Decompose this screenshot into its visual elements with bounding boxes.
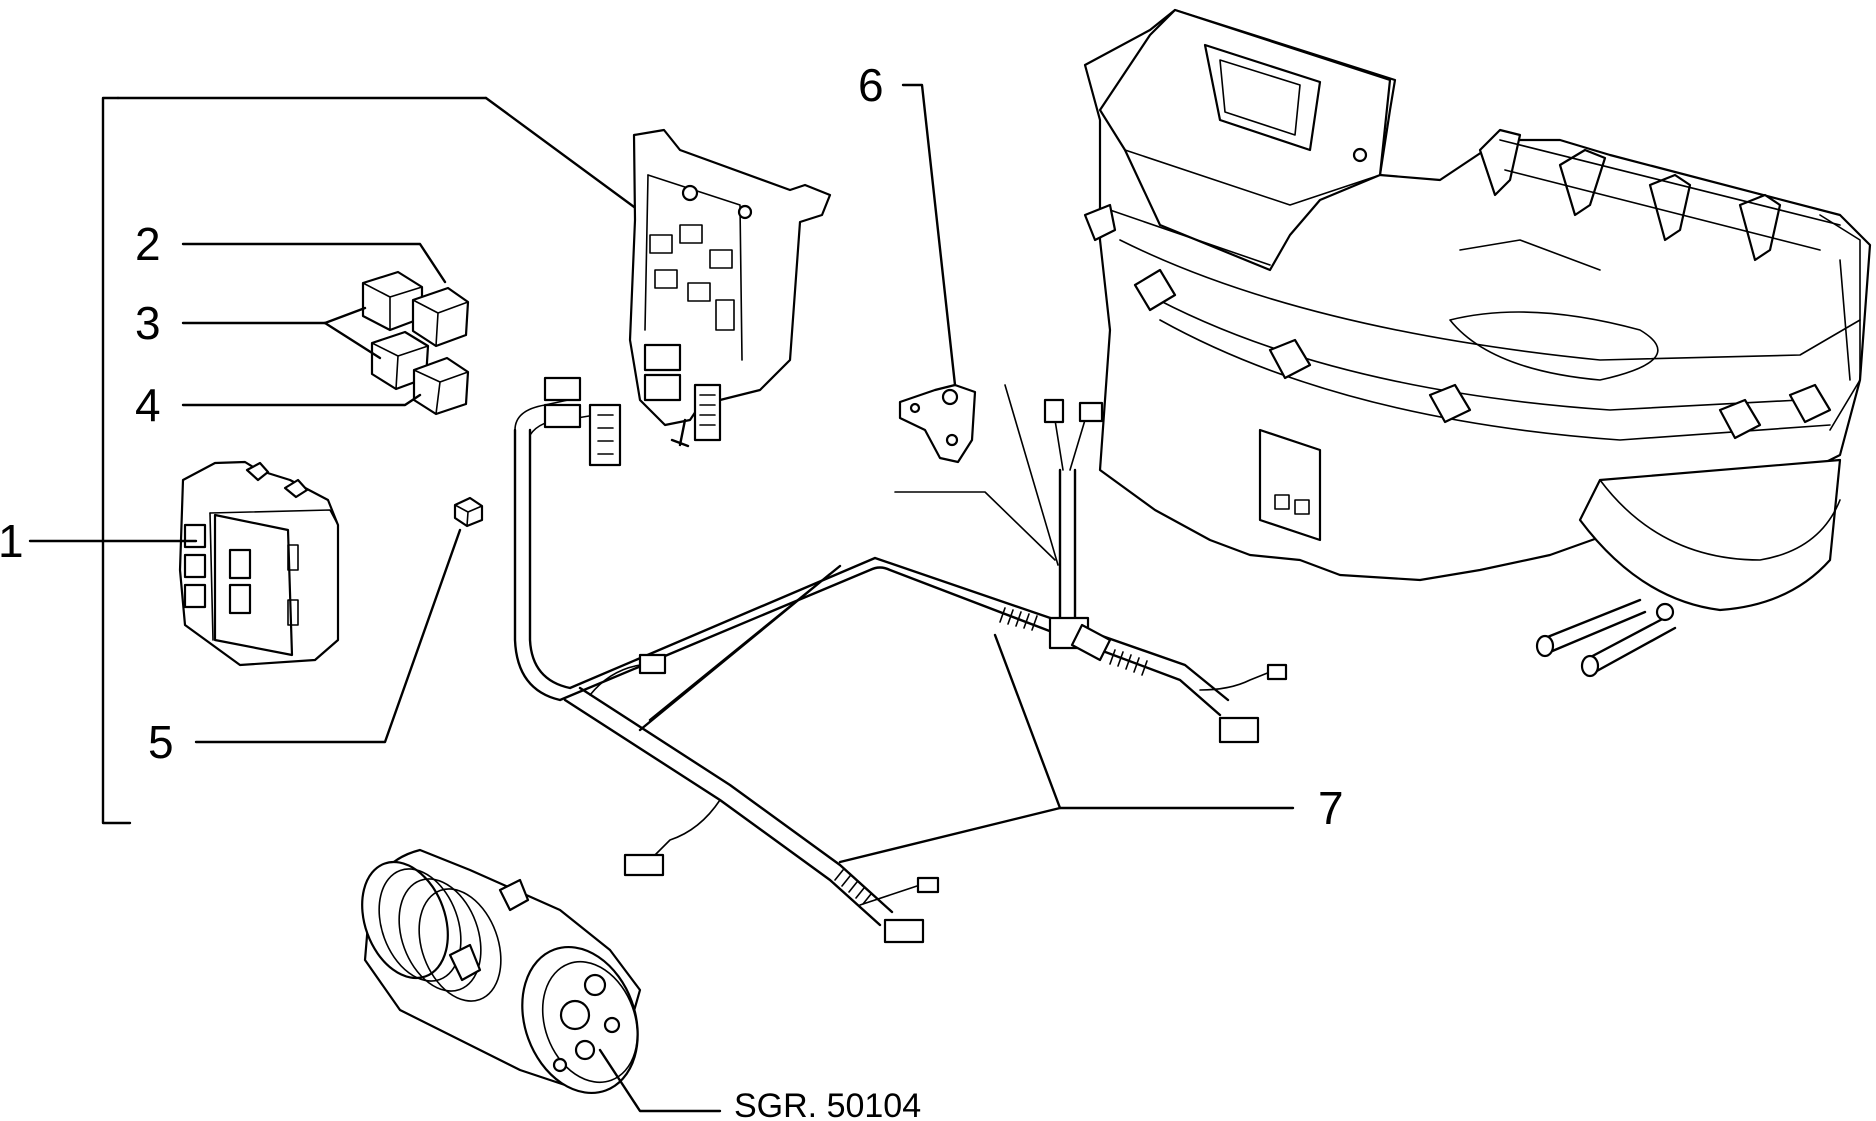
callout-4: 4 <box>135 379 161 431</box>
ac-compressor <box>361 848 642 1095</box>
control-unit <box>178 460 340 667</box>
bracket-6 <box>898 383 977 464</box>
leader-harness-top <box>894 491 1056 561</box>
leader-6 <box>901 83 957 387</box>
callout-5: 5 <box>148 716 174 768</box>
callout-3: 3 <box>135 297 161 349</box>
callout-1: 1 <box>0 515 24 567</box>
callout-labels: 1 2 3 4 5 6 7 SGR. 50104 <box>0 59 1344 1121</box>
fuse-5 <box>453 496 484 528</box>
callout-2: 2 <box>135 218 161 270</box>
group-bracket-1 <box>101 96 647 825</box>
ac-housing <box>1083 8 1872 678</box>
wiring-harness-7 <box>513 376 1288 944</box>
leader-ref <box>598 1048 722 1113</box>
callout-6: 6 <box>858 59 884 111</box>
callout-7: 7 <box>1318 782 1344 834</box>
harness-corrugation <box>834 607 1148 905</box>
reference-code: SGR. 50104 <box>734 1087 921 1121</box>
leader-2 <box>181 242 447 284</box>
leader-7b <box>838 806 1062 864</box>
fuse-relay-box <box>628 128 832 448</box>
leader-4 <box>181 393 422 407</box>
relay-group <box>361 270 470 416</box>
leader-lines <box>28 83 1295 1113</box>
leader-5 <box>194 528 462 744</box>
